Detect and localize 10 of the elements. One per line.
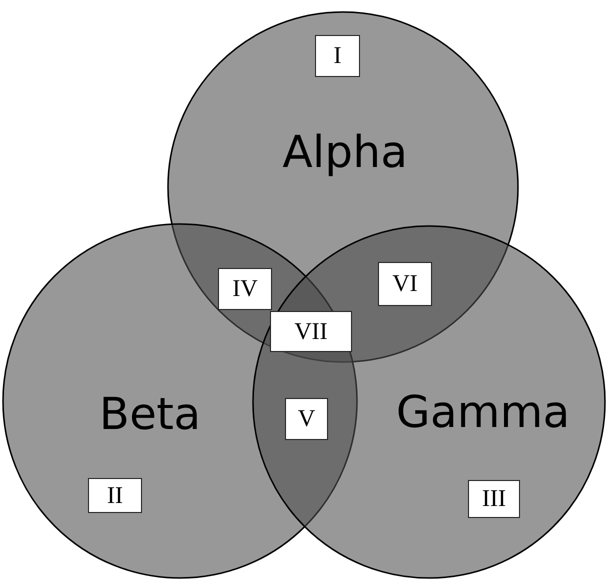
region-numeral: V — [285, 398, 328, 440]
region-numeral: VI — [378, 262, 432, 306]
region-numeral: III — [468, 480, 520, 518]
region-numeral: I — [315, 35, 360, 77]
region-numeral: II — [88, 478, 142, 513]
set-label: Gamma — [396, 391, 570, 435]
set-label: Alpha — [282, 131, 408, 175]
set-label: Beta — [99, 393, 201, 437]
region-numeral: IV — [218, 268, 272, 310]
region-numeral: VII — [270, 311, 352, 352]
